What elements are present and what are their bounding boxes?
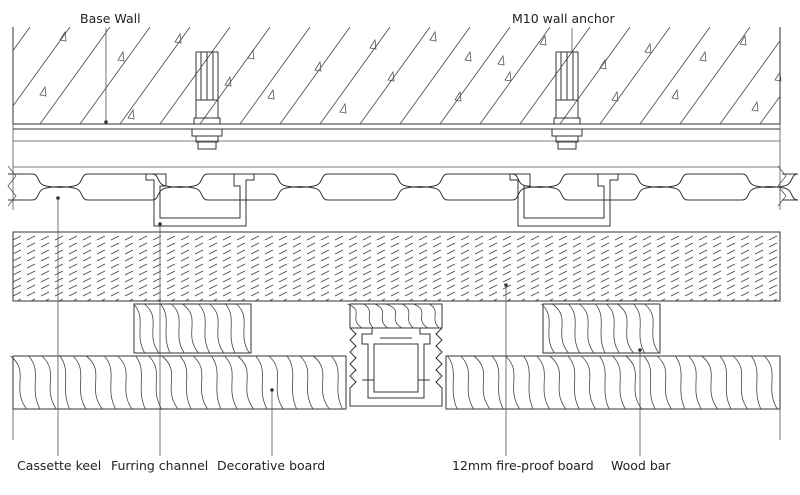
base-wall xyxy=(12,27,782,168)
label-base-wall: Base Wall xyxy=(80,11,141,26)
fireproof-board xyxy=(12,231,781,302)
aluminium-profile xyxy=(349,327,443,407)
furring-channel-right xyxy=(509,173,619,227)
label-wood-bar: Wood bar xyxy=(611,458,671,473)
wall-anchor-right xyxy=(551,51,583,150)
decorative-board-left xyxy=(10,355,347,410)
wall-aggregate-marks xyxy=(39,30,782,120)
decorative-board-right xyxy=(445,355,781,410)
label-decorative-board: Decorative board xyxy=(217,458,325,473)
board-hatching xyxy=(13,235,778,301)
leader-dots xyxy=(56,120,642,392)
cassette-keel xyxy=(7,165,799,207)
furring-channel-left xyxy=(145,173,255,227)
label-wall-anchor: M10 wall anchor xyxy=(512,11,615,26)
wall-hatching xyxy=(13,27,780,124)
wood-bar-right xyxy=(541,303,661,354)
wall-anchor-left xyxy=(191,51,223,150)
leader-lines xyxy=(57,28,641,456)
label-cassette-keel: Cassette keel xyxy=(17,458,101,473)
label-furring-channel: Furring channel xyxy=(111,458,208,473)
label-fireproof-board: 12mm fire-proof board xyxy=(452,458,594,473)
wood-bar-left xyxy=(133,303,252,354)
wood-bar-center xyxy=(347,303,443,329)
guide-lines xyxy=(12,167,781,440)
